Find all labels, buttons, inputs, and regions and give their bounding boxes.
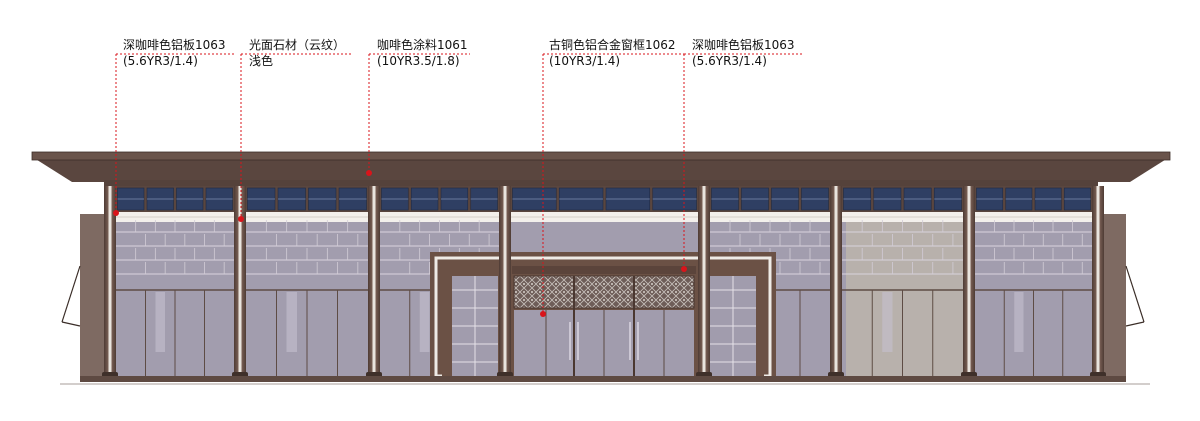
- window-reflection: [155, 292, 165, 352]
- material-annotations: 深咖啡色铝板1063 (5.6YR3/1.4) 光面石材（云纹） 浅色 咖啡色涂…: [113, 37, 804, 317]
- column-stone-inlay: [372, 186, 376, 378]
- column-stone-inlay: [1096, 186, 1100, 378]
- portal-mullions: [452, 276, 756, 376]
- marker-dot: [540, 311, 546, 317]
- column-stone-inlay: [702, 186, 706, 378]
- annotation-title: 光面石材（云纹）: [249, 38, 345, 52]
- glass-bay-lighter: [846, 222, 966, 376]
- annotation-title: 深咖啡色铝板1063: [123, 37, 226, 52]
- marker-dot: [113, 210, 119, 216]
- entrance-portal: [430, 252, 776, 378]
- side-brace-right-b: [1125, 321, 1145, 327]
- annotation-code: (10YR3/1.4): [549, 54, 620, 68]
- annotation-bronze-window-frame: 古铜色铝合金窗框1062 (10YR3/1.4): [540, 37, 686, 317]
- portal-lintel: [512, 266, 696, 274]
- annotation-code: (5.6YR3/1.4): [692, 54, 767, 68]
- door-transom-lattice: [513, 275, 695, 309]
- window-reflection: [1014, 292, 1024, 352]
- clerestory-band: [104, 186, 1098, 222]
- annotation-code: (10YR3.5/1.8): [377, 54, 460, 68]
- stone-columns: [102, 186, 1106, 380]
- side-brace-left-b: [61, 321, 81, 327]
- marker-dot: [238, 216, 244, 222]
- roof: [31, 151, 1171, 186]
- column-stone-inlay: [967, 186, 971, 378]
- ground-base: [80, 376, 1126, 382]
- marker-dot: [681, 266, 687, 272]
- column-stone-inlay: [503, 186, 507, 378]
- column-stone-inlay: [108, 186, 112, 378]
- roof-fascia: [31, 151, 1171, 161]
- soffit-band: [104, 180, 1098, 186]
- column-stone-inlay: [834, 186, 838, 378]
- roof-underside: [34, 158, 1168, 182]
- side-brace-left: [61, 265, 81, 323]
- side-brace-right: [1125, 265, 1145, 323]
- column-stone-inlay: [238, 186, 242, 378]
- marker-dot: [366, 170, 372, 176]
- annotation-stone-cloud: 光面石材（云纹） 浅色: [238, 38, 352, 222]
- window-reflection: [882, 292, 893, 352]
- annotation-coffee-paint: 咖啡色涂料1061 (10YR3.5/1.8): [366, 37, 470, 176]
- annotation-title: 古铜色铝合金窗框1062: [549, 37, 676, 52]
- window-reflection: [286, 292, 297, 352]
- annotation-aluminum-panel-right: 深咖啡色铝板1063 (5.6YR3/1.4): [681, 37, 804, 272]
- annotation-code: (5.6YR3/1.4): [123, 54, 198, 68]
- annotation-title: 咖啡色涂料1061: [377, 37, 468, 52]
- annotation-aluminum-panel-left: 深咖啡色铝板1063 (5.6YR3/1.4): [113, 37, 235, 216]
- window-reflection: [419, 292, 430, 352]
- annotation-title: 深咖啡色铝板1063: [692, 37, 795, 52]
- annotation-code: 浅色: [249, 54, 273, 68]
